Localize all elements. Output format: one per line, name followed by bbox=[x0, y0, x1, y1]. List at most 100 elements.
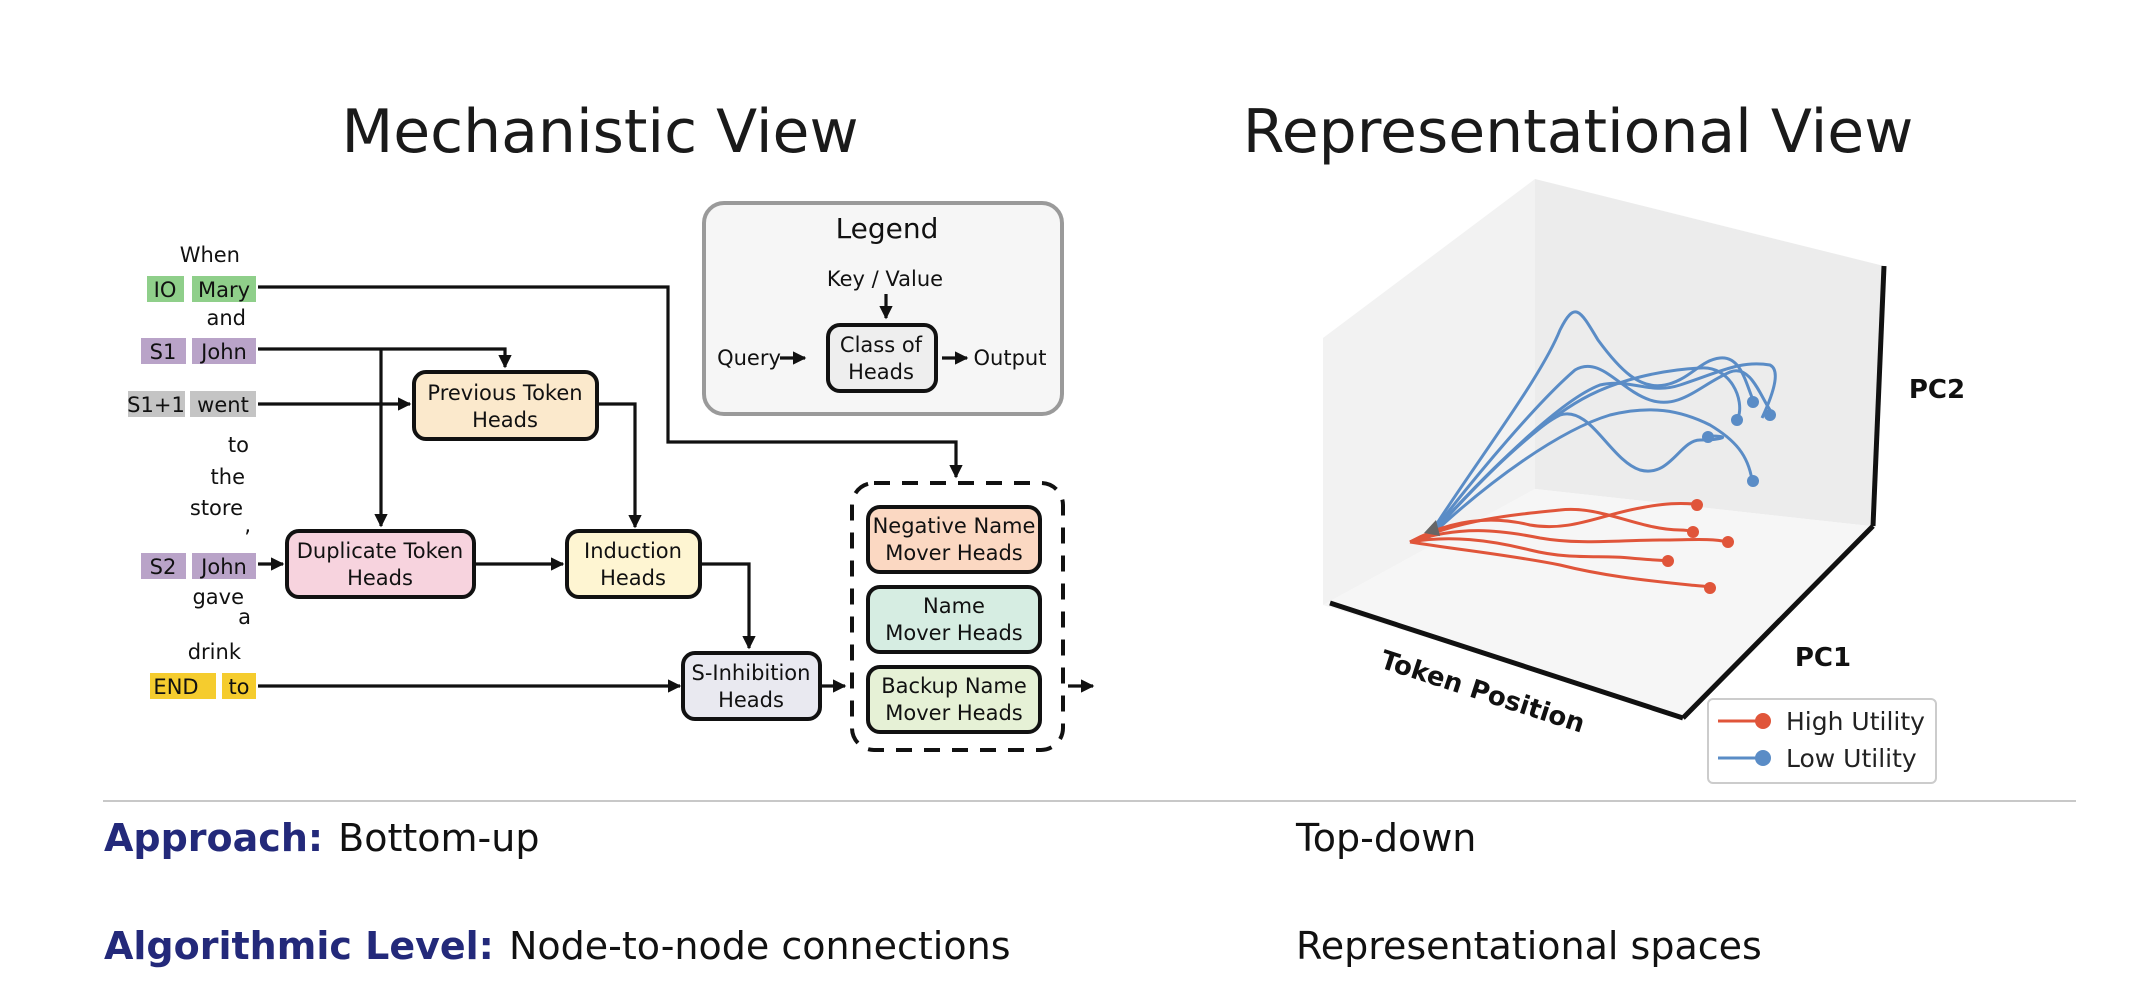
back-pane bbox=[1535, 179, 1884, 526]
legend-key-value-label: Key / Value bbox=[827, 267, 943, 291]
s-inhibition-heads-line2: Heads bbox=[718, 688, 784, 712]
token-word: to bbox=[228, 433, 249, 457]
negative-name-mover-heads-line1: Negative Name bbox=[873, 514, 1036, 538]
to-end-token-bg bbox=[222, 673, 256, 699]
backup-name-mover-heads-line1: Backup Name bbox=[881, 674, 1027, 698]
low-utility-legend-label: Low Utility bbox=[1786, 744, 1917, 773]
negative-name-mover-heads: Negative Name Mover Heads bbox=[866, 505, 1042, 574]
negative-name-mover-heads-line2: Mover Heads bbox=[885, 541, 1022, 565]
low-utility-endpoint bbox=[1747, 475, 1759, 487]
s1plus1-tag-bg bbox=[128, 391, 185, 417]
name-movers-group bbox=[850, 481, 1065, 752]
high-utility-endpoint bbox=[1691, 499, 1703, 511]
end-tag: END bbox=[153, 675, 198, 699]
left-pane bbox=[1323, 179, 1535, 605]
legend-query-label: Query bbox=[717, 346, 781, 370]
duplicate-token-heads-box bbox=[285, 529, 476, 599]
name-mover-heads: Name Mover Heads bbox=[866, 585, 1042, 654]
algorithmic-level-mechanistic: Node-to-node connections bbox=[509, 924, 1011, 968]
backup-name-mover-heads-box bbox=[866, 665, 1042, 734]
low-utility-endpoint bbox=[1731, 414, 1743, 426]
approach-representational: Top-down bbox=[1295, 816, 1476, 860]
token-position-axis bbox=[1329, 600, 1684, 721]
token-word: , bbox=[244, 513, 251, 537]
previous-token-heads-line1: Previous Token bbox=[427, 381, 582, 405]
low-utility-line bbox=[1425, 310, 1755, 540]
low-utility-endpoint bbox=[1747, 396, 1759, 408]
token-word: store bbox=[190, 496, 243, 520]
mechanistic-view-title: Mechanistic View bbox=[341, 97, 858, 167]
algorithmic-level-representational: Representational spaces bbox=[1296, 924, 1762, 968]
high-utility-line bbox=[1409, 537, 1669, 563]
john-s1-token: John bbox=[199, 340, 247, 364]
s1plus1-tag: S1+1 bbox=[127, 393, 185, 417]
legend-class-box bbox=[826, 323, 938, 393]
io-tag: IO bbox=[154, 278, 177, 302]
low-utility-line bbox=[1425, 408, 1754, 541]
induction-heads-line1: Induction bbox=[584, 539, 682, 563]
high-utility-line bbox=[1409, 507, 1694, 544]
approach-row: Approach: Bottom-up bbox=[104, 816, 539, 860]
previous-token-heads: Previous Token Heads bbox=[412, 370, 599, 441]
backup-name-mover-heads-line2: Mover Heads bbox=[885, 701, 1022, 725]
low-utility-line bbox=[1425, 366, 1742, 541]
s1-tag-bg bbox=[141, 338, 186, 364]
pc2-axis-label: PC2 bbox=[1909, 375, 1965, 405]
high-utility-endpoint bbox=[1704, 582, 1716, 594]
high-utility-endpoint bbox=[1662, 555, 1674, 567]
trajectory-start-marker bbox=[1424, 520, 1440, 536]
io-tag-bg bbox=[147, 276, 184, 302]
duplicate-token-heads-line1: Duplicate Token bbox=[297, 539, 463, 563]
mary-token: Mary bbox=[198, 278, 250, 302]
high-utility-legend-marker bbox=[1755, 713, 1771, 729]
to-end-token: to bbox=[228, 675, 249, 699]
token-word: and bbox=[206, 306, 246, 330]
name-mover-heads-box bbox=[866, 585, 1042, 654]
went-token-bg bbox=[190, 391, 256, 417]
high-utility-endpoint bbox=[1687, 526, 1699, 538]
end-tag-bg bbox=[150, 673, 216, 699]
john-to-previous-token-arrow bbox=[258, 347, 512, 369]
mary-to-name-movers-arrow bbox=[258, 285, 963, 479]
token-word: a bbox=[238, 605, 251, 629]
legend-class-line2: Heads bbox=[848, 360, 914, 384]
backup-name-mover-heads: Backup Name Mover Heads bbox=[866, 665, 1042, 734]
induction-heads: Induction Heads bbox=[565, 529, 702, 599]
s1-tag: S1 bbox=[150, 340, 177, 364]
went-token: went bbox=[197, 393, 249, 417]
floor-pane bbox=[1323, 489, 1870, 718]
low-utility-endpoint bbox=[1702, 431, 1714, 443]
low-utility-endpoint bbox=[1764, 409, 1776, 421]
token-word: gave bbox=[192, 585, 244, 609]
legend-title: Legend bbox=[836, 212, 939, 245]
duplicate-token-heads: Duplicate Token Heads bbox=[285, 529, 476, 599]
low-utility-trajectories bbox=[1425, 310, 1777, 541]
s-inhibition-heads-box bbox=[681, 651, 822, 721]
john-s2-token: John bbox=[199, 555, 247, 579]
pc1-axis-label: PC1 bbox=[1795, 643, 1851, 673]
s2-tag: S2 bbox=[150, 555, 177, 579]
name-mover-heads-line1: Name bbox=[923, 594, 985, 618]
legend-class-line1: Class of bbox=[840, 333, 923, 357]
low-utility-line bbox=[1425, 364, 1772, 540]
circuit-arrows bbox=[258, 285, 1095, 693]
pc2-axis bbox=[1870, 265, 1887, 527]
approach-key: Approach: bbox=[104, 816, 323, 860]
high-utility-line bbox=[1409, 502, 1696, 544]
s-inhibition-heads-line1: S-Inhibition bbox=[692, 661, 811, 685]
sentence-tokens: When IO Mary and S1 John S1+1 went to th… bbox=[127, 243, 256, 699]
high-utility-endpoint bbox=[1722, 536, 1734, 548]
algorithmic-level-key: Algorithmic Level: bbox=[104, 924, 494, 968]
john-s2-token-bg bbox=[192, 553, 256, 579]
induction-heads-line2: Heads bbox=[600, 566, 666, 590]
high-utility-line bbox=[1409, 540, 1711, 589]
comparison-rows: Approach: Bottom-up Top-down Algorithmic… bbox=[104, 816, 1762, 968]
token-word: drink bbox=[188, 640, 242, 664]
mary-token-bg bbox=[192, 276, 256, 302]
representational-3d-plot: PC2 PC1 Token Position High Utility Low … bbox=[1323, 179, 1965, 784]
s-inhibition-heads: S-Inhibition Heads bbox=[681, 651, 822, 721]
name-mover-heads-line2: Mover Heads bbox=[885, 621, 1022, 645]
token-word: the bbox=[211, 465, 245, 489]
utility-legend: High Utility Low Utility bbox=[1707, 698, 1937, 784]
high-utility-legend-label: High Utility bbox=[1786, 707, 1925, 736]
